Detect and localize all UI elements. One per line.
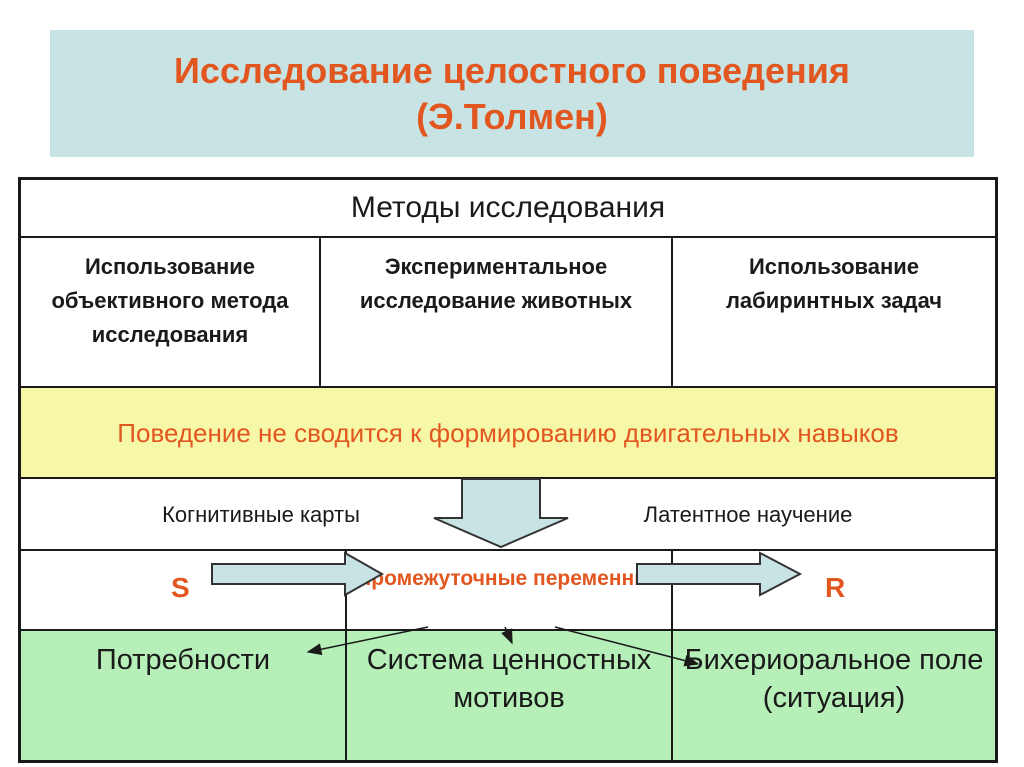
methods-table: Методы исследования Использование объект… — [18, 177, 998, 763]
table-header: Методы исследования — [21, 180, 995, 238]
response-label: R — [825, 572, 846, 603]
method-maze-tasks: Использование лабиринтных задач — [725, 254, 943, 313]
variable-behavioral-field: Бихериоральное поле (ситуация) — [673, 629, 995, 760]
method-objective: Использование объективного метода исслед… — [21, 238, 321, 386]
stimulus-label: S — [171, 572, 190, 603]
row-divider — [21, 549, 995, 551]
method-animal-experiment: Экспериментальное исследование животных — [321, 238, 673, 386]
title-line-2: (Э.Толмен) — [416, 95, 608, 137]
title-banner: Исследование целостного поведения (Э.Тол… — [50, 30, 974, 157]
variable-needs: Потребности — [21, 629, 347, 760]
title-line-1: Исследование целостного поведения — [174, 49, 850, 91]
variable-value-motives: Система ценностных мотивов — [347, 629, 673, 760]
behavior-note: Поведение не сводится к формированию дви… — [21, 386, 995, 479]
concept-latent-learning: Латентное научение — [643, 502, 853, 527]
concept-cognitive-maps: Когнитивные карты — [162, 502, 360, 527]
intermediate-variables-label: Промежуточные переменные — [356, 567, 664, 590]
